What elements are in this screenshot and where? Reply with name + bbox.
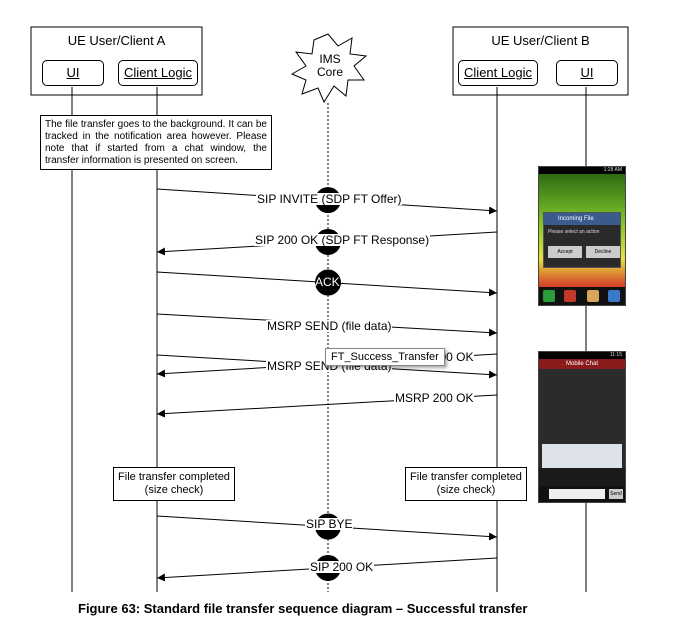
chat-input-bar: Send (539, 486, 625, 502)
phone-incoming-file: 1:28 AM Incoming File Please select an a… (538, 166, 626, 306)
incoming-file-title: Incoming File (544, 213, 620, 225)
incoming-file-prompt: Please select an action (548, 229, 600, 235)
msg-label-sip-200-ok-sdp: SIP 200 OK (SDP FT Response) (254, 233, 431, 247)
msg-label-msrp-200-ok-2: MSRP 200 OK (394, 391, 475, 405)
ims-core-label: IMS Core (316, 52, 343, 79)
incoming-file-dialog: Incoming File Please select an action Ac… (543, 212, 621, 268)
client-b-title: UE User/Client B (491, 33, 590, 48)
msg-label-msrp-send-1: MSRP SEND (file data) (266, 319, 393, 333)
ims-core-burst (290, 33, 368, 104)
phone-status-bar: 1:28 AM (539, 167, 625, 174)
phone-icon[interactable] (543, 290, 555, 302)
file-transfer-bubble (542, 444, 622, 468)
client-a-ui-box: UI (42, 60, 104, 86)
phone-dock (539, 287, 625, 305)
msg-label-ack: ACK (315, 275, 340, 289)
msg-label-sip-invite: SIP INVITE (SDP FT Offer) (256, 192, 403, 206)
apps-icon[interactable] (608, 290, 620, 302)
note-b-completed: File transfer completed (size check) (405, 467, 527, 501)
msg-label-sip-bye: SIP BYE (305, 517, 354, 531)
mobile-chat-title: Mobile Chat (539, 359, 625, 369)
ft-success-tooltip: FT_Success_Transfer (325, 348, 445, 366)
accept-button[interactable]: Accept (548, 246, 582, 258)
messages-icon[interactable] (587, 290, 599, 302)
client-a-logic-box: Client Logic (118, 60, 198, 86)
figure-caption: Figure 63: Standard file transfer sequen… (78, 601, 528, 616)
msg-label-sip-200-ok: SIP 200 OK (309, 560, 375, 574)
note-a-completed: File transfer completed (size check) (113, 467, 235, 501)
client-b-logic-box: Client Logic (458, 60, 538, 86)
decline-button[interactable]: Decline (586, 246, 620, 258)
send-button[interactable]: Send (609, 489, 623, 499)
arrow-ack (156, 271, 498, 297)
note-background-transfer: The file transfer goes to the background… (40, 115, 272, 170)
chat-input-field[interactable] (549, 489, 605, 499)
phone-mobile-chat: 11:15 Mobile Chat Send (538, 351, 626, 503)
contacts-icon[interactable] (564, 290, 576, 302)
client-a-title: UE User/Client A (67, 33, 166, 48)
client-b-ui-box: UI (556, 60, 618, 86)
phone-status-bar: 11:15 (539, 352, 625, 359)
